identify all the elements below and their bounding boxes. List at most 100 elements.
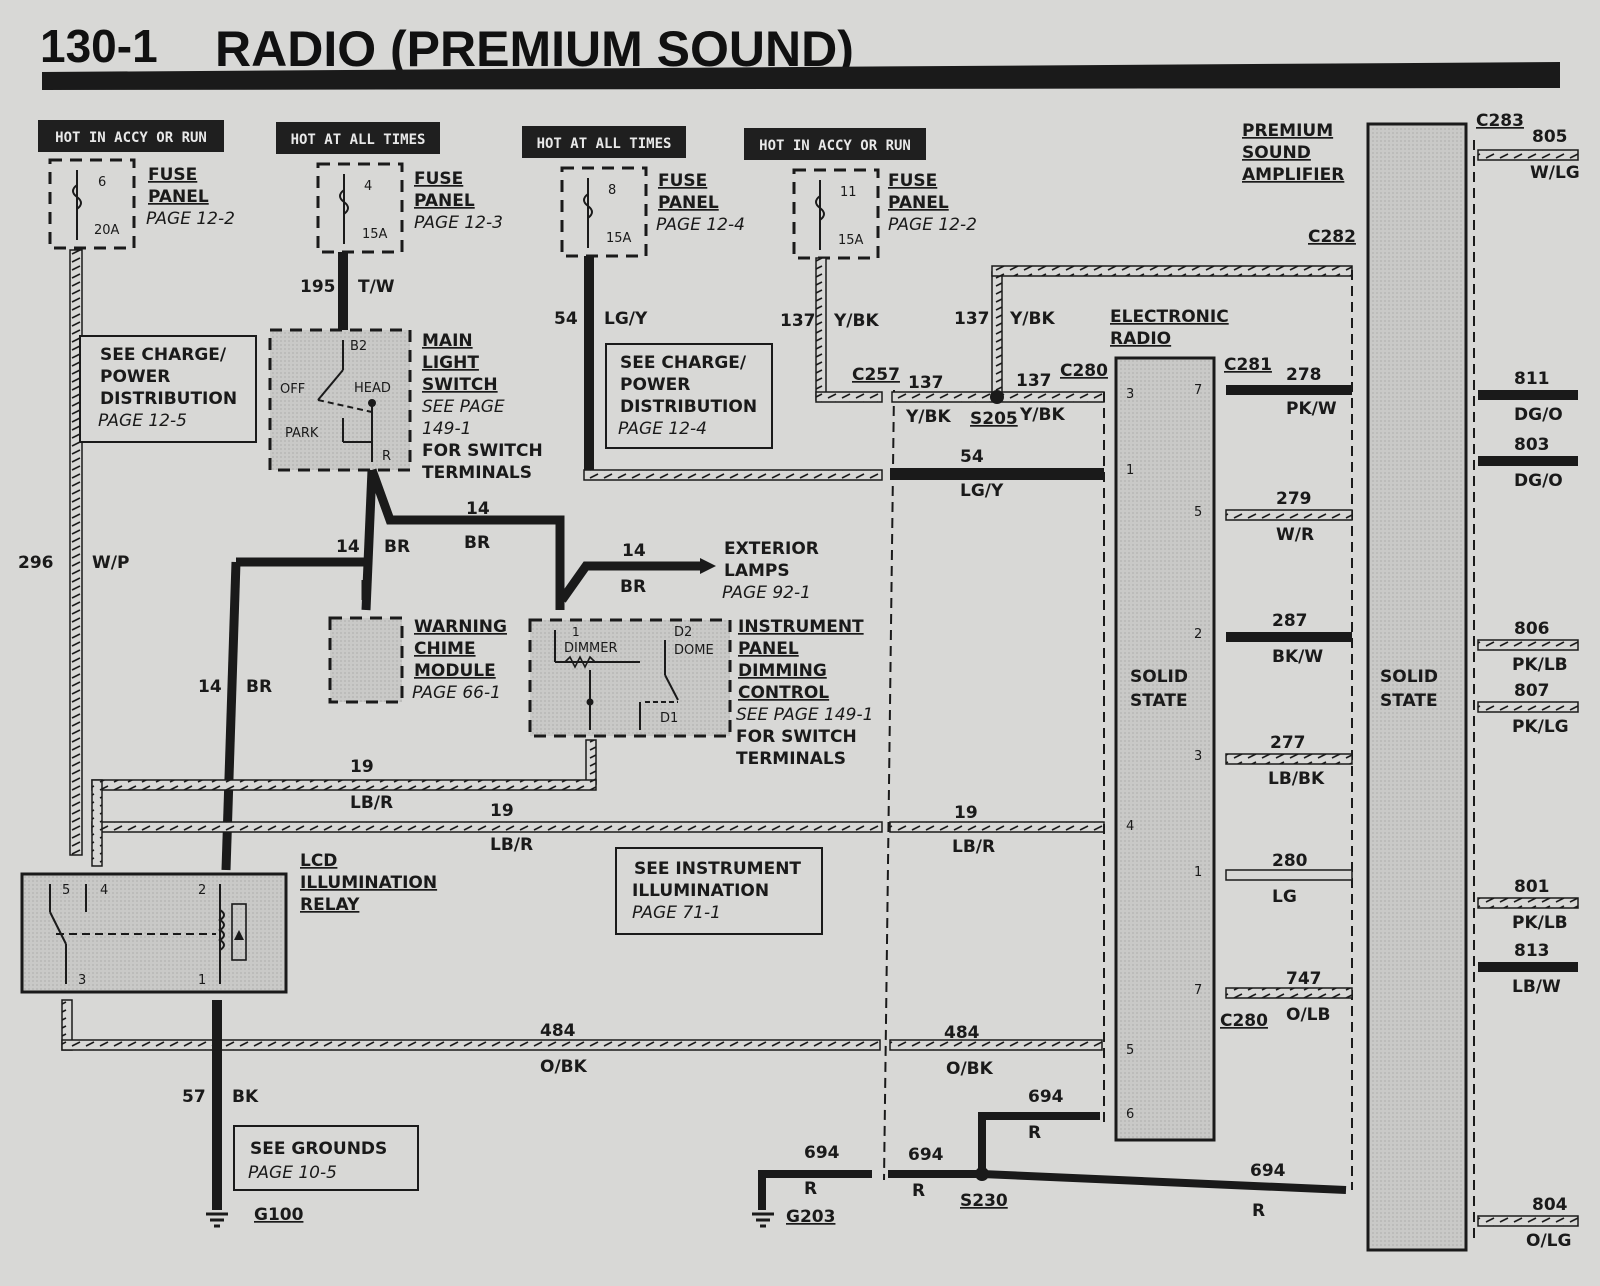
svg-text:WARNING: WARNING [414, 617, 507, 637]
svg-text:137: 137 [1016, 371, 1052, 391]
svg-text:POWER: POWER [100, 367, 170, 387]
svg-text:W/R: W/R [1276, 525, 1314, 545]
svg-text:14: 14 [336, 537, 360, 557]
svg-text:8: 8 [608, 183, 616, 198]
svg-text:811: 811 [1514, 369, 1550, 389]
svg-text:5: 5 [1126, 1043, 1134, 1058]
svg-text:57: 57 [182, 1087, 206, 1107]
svg-text:1: 1 [1194, 865, 1202, 880]
wire-195: 195 T/W [300, 252, 395, 330]
splice-s205-label: S205 [970, 409, 1018, 429]
svg-text:INSTRUMENT: INSTRUMENT [738, 617, 864, 637]
svg-text:LB/W: LB/W [1512, 977, 1561, 997]
svg-text:FUSE: FUSE [658, 171, 707, 191]
svg-text:DOME: DOME [674, 643, 714, 658]
svg-text:LG/Y: LG/Y [604, 309, 648, 329]
svg-text:AMPLIFIER: AMPLIFIER [1242, 165, 1344, 185]
svg-text:HOT AT ALL TIMES: HOT AT ALL TIMES [537, 136, 672, 152]
svg-text:PAGE 12-4: PAGE 12-4 [656, 215, 745, 235]
svg-text:PANEL: PANEL [414, 191, 475, 211]
svg-text:694: 694 [1250, 1161, 1286, 1181]
splice-s230-dot [975, 1167, 989, 1181]
svg-text:R: R [1028, 1123, 1041, 1143]
svg-text:54: 54 [960, 447, 984, 467]
svg-text:R: R [804, 1179, 817, 1199]
svg-text:278: 278 [1286, 365, 1322, 385]
svg-text:279: 279 [1276, 489, 1312, 509]
svg-text:O/LG: O/LG [1526, 1231, 1571, 1251]
connector-c257-line [883, 389, 895, 1181]
main-light-switch: B2 OFF HEAD PARK R MAIN LIGHT SWITCH SEE… [268, 328, 543, 483]
svg-text:HOT IN ACCY OR RUN: HOT IN ACCY OR RUN [55, 130, 207, 146]
connector-c257: C257 [852, 365, 900, 385]
svg-text:SOLID: SOLID [1130, 667, 1188, 687]
svg-text:POWER: POWER [620, 375, 690, 395]
power-tag-4: HOT IN ACCY OR RUN [744, 128, 926, 160]
svg-text:15A: 15A [606, 231, 632, 246]
svg-text:R: R [382, 449, 391, 464]
svg-text:19: 19 [954, 803, 978, 823]
svg-text:FOR SWITCH: FOR SWITCH [736, 727, 857, 747]
svg-text:T/W: T/W [358, 277, 395, 297]
connector-c281: C281 [1224, 355, 1272, 375]
exterior-lamps-ref: EXTERIOR LAMPS PAGE 92-1 [722, 539, 819, 603]
svg-text:G203: G203 [786, 1207, 835, 1227]
svg-text:1: 1 [572, 625, 580, 639]
svg-text:LG/Y: LG/Y [960, 481, 1004, 501]
svg-text:PAGE 12-5: PAGE 12-5 [98, 411, 187, 431]
wire-19: 19 LB/R 19 LB/R 19 LB/R [91, 739, 1105, 867]
svg-text:11: 11 [840, 185, 857, 200]
connector-c280-top: C280 [1060, 361, 1108, 381]
svg-text:195: 195 [300, 277, 336, 297]
svg-text:137: 137 [954, 309, 990, 329]
warning-chime-module: WARNING CHIME MODULE PAGE 66-1 [328, 616, 507, 704]
svg-text:FUSE: FUSE [148, 165, 197, 185]
svg-text:RADIO: RADIO [1110, 329, 1171, 349]
svg-text:6: 6 [1126, 1107, 1134, 1122]
speaker-wire-280: 280 LG [1225, 851, 1353, 907]
svg-text:FUSE: FUSE [414, 169, 463, 189]
svg-text:296: 296 [18, 553, 54, 573]
ground-g100: G100 [206, 1205, 304, 1228]
svg-text:1: 1 [1126, 463, 1134, 478]
svg-text:694: 694 [908, 1145, 944, 1165]
svg-text:B2: B2 [350, 339, 367, 354]
svg-text:O/LB: O/LB [1286, 1005, 1330, 1025]
fuse-6: 6 20A FUSE PANEL PAGE 12-2 [48, 158, 235, 250]
svg-text:RELAY: RELAY [300, 895, 360, 915]
svg-text:5: 5 [1194, 505, 1202, 520]
svg-text:484: 484 [944, 1023, 980, 1043]
svg-text:803: 803 [1514, 435, 1550, 455]
page-number: 130-1 [40, 20, 158, 72]
svg-text:14: 14 [198, 677, 222, 697]
svg-text:ILLUMINATION: ILLUMINATION [300, 873, 437, 893]
svg-text:694: 694 [804, 1143, 840, 1163]
svg-text:PAGE 71-1: PAGE 71-1 [632, 903, 721, 923]
svg-text:HEAD: HEAD [354, 381, 391, 396]
svg-text:804: 804 [1532, 1195, 1568, 1215]
wire-57: 57 BK [182, 1000, 259, 1210]
svg-text:PK/W: PK/W [1286, 399, 1337, 419]
svg-text:DIMMER: DIMMER [564, 641, 618, 656]
svg-text:BR: BR [384, 537, 410, 557]
svg-text:280: 280 [1272, 851, 1308, 871]
premium-sound-amplifier: PREMIUM SOUND AMPLIFIER SOLID STATE [1242, 121, 1468, 1252]
connector-c282: C282 [1308, 227, 1356, 247]
svg-text:MODULE: MODULE [414, 661, 496, 681]
svg-text:O/BK: O/BK [540, 1057, 588, 1077]
svg-text:PK/LB: PK/LB [1512, 655, 1568, 675]
svg-text:7: 7 [1194, 983, 1202, 998]
svg-text:HOT AT ALL TIMES: HOT AT ALL TIMES [291, 132, 426, 148]
svg-text:PARK: PARK [285, 426, 319, 441]
svg-text:813: 813 [1514, 941, 1550, 961]
svg-text:Y/BK: Y/BK [905, 407, 951, 427]
svg-text:3: 3 [1126, 387, 1134, 402]
svg-text:PAGE 92-1: PAGE 92-1 [722, 583, 811, 603]
svg-text:BR: BR [620, 577, 646, 597]
svg-text:19: 19 [350, 757, 374, 777]
svg-text:4: 4 [100, 883, 108, 898]
svg-text:Y/BK: Y/BK [1019, 405, 1065, 425]
wire-137: 137 Y/BK 137 Y/BK 137 Y/BK 137 Y/BK [780, 257, 1353, 1190]
